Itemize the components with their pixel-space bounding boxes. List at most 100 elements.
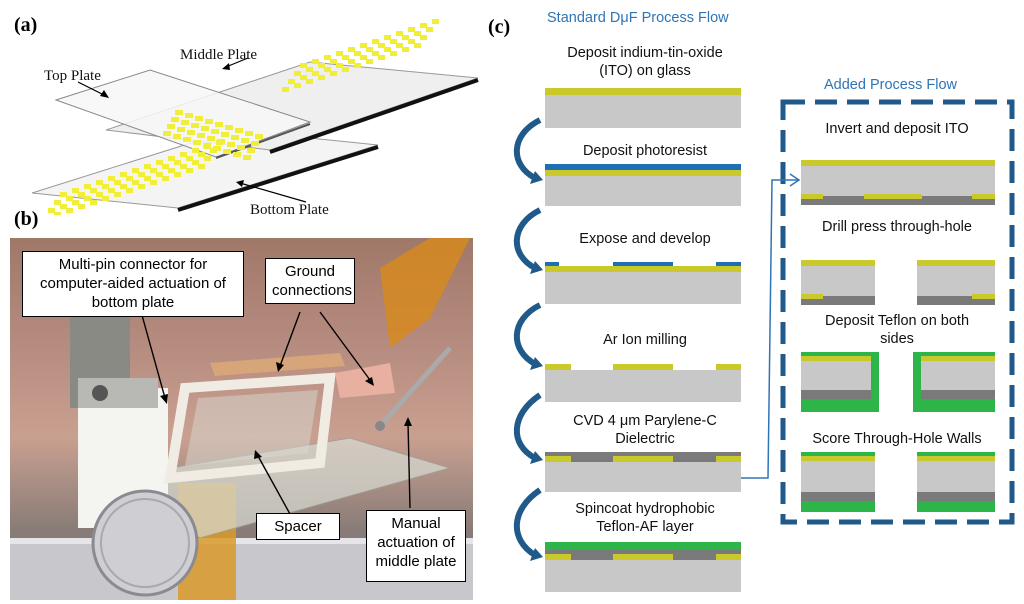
added-stack-1 bbox=[801, 160, 995, 205]
connector-callout: Multi-pin connector for computer-aided a… bbox=[22, 251, 244, 317]
middle-plate-label: Middle Plate bbox=[180, 47, 258, 63]
electrode-pad bbox=[168, 156, 175, 161]
electrode-pad bbox=[300, 75, 307, 80]
electrode-pad bbox=[414, 31, 421, 36]
electrode-pad bbox=[300, 63, 307, 68]
added-stack-4 bbox=[801, 452, 995, 512]
standard-flow-arrows bbox=[513, 117, 542, 558]
electrode-pad bbox=[414, 43, 421, 48]
electrode-pad bbox=[150, 168, 157, 173]
electrode-pad bbox=[205, 119, 213, 124]
standard-step-3-label: Expose and develop bbox=[579, 231, 711, 247]
electrode-pad bbox=[167, 124, 175, 129]
electrode-pad bbox=[366, 47, 373, 52]
electrode-pad bbox=[132, 168, 139, 173]
standard-stack-6 bbox=[545, 542, 741, 592]
electrode-pad bbox=[168, 168, 175, 173]
electrode-pad bbox=[84, 196, 91, 201]
electrode-pad bbox=[360, 43, 367, 48]
electrode-pad bbox=[120, 184, 127, 189]
electrode-pad bbox=[192, 160, 199, 165]
electrode-pad bbox=[180, 164, 187, 169]
electrode-pad bbox=[144, 176, 151, 181]
electrode-pad bbox=[233, 152, 241, 157]
electrode-pad bbox=[60, 204, 67, 209]
electrode-pad bbox=[186, 156, 193, 161]
electrode-pad bbox=[132, 180, 139, 185]
ground-callout: Ground connections bbox=[265, 258, 355, 304]
standard-flow-arrowheads bbox=[530, 171, 543, 561]
panel-a-letter: (a) bbox=[14, 14, 38, 36]
standard-stack-2 bbox=[545, 164, 741, 206]
electrode-pad bbox=[247, 148, 255, 153]
electrode-pad bbox=[235, 128, 243, 133]
electrode-pad bbox=[354, 63, 361, 68]
standard-step-5-label: CVD 4 μm Parylene-C Dielectric bbox=[573, 413, 717, 447]
electrode-pad bbox=[348, 47, 355, 52]
electrode-pad bbox=[174, 172, 181, 177]
electrode-pad bbox=[372, 51, 379, 56]
electrode-pad bbox=[177, 127, 185, 132]
electrode-pad bbox=[144, 164, 151, 169]
electrode-pad bbox=[183, 137, 191, 142]
electrode-pad bbox=[207, 136, 215, 141]
standard-stack-3 bbox=[545, 262, 741, 304]
electrode-pad bbox=[390, 39, 397, 44]
electrode-pad bbox=[174, 160, 181, 165]
electrode-pad bbox=[221, 132, 229, 137]
electrode-pad bbox=[90, 188, 97, 193]
electrode-pad bbox=[294, 71, 301, 76]
electrode-pad bbox=[78, 204, 85, 209]
electrode-pad bbox=[402, 47, 409, 52]
panel-b-letter: (b) bbox=[14, 208, 39, 230]
electrode-pad bbox=[282, 87, 289, 92]
panel-c-letter: (c) bbox=[488, 16, 511, 38]
electrode-pad bbox=[402, 35, 409, 40]
electrode-pad bbox=[150, 180, 157, 185]
added-step-1-label: Invert and deposit ITO bbox=[825, 121, 969, 137]
electrode-pad bbox=[66, 208, 73, 213]
electrode-pad bbox=[396, 43, 403, 48]
electrode-pad bbox=[318, 75, 325, 80]
electrode-pad bbox=[54, 212, 61, 215]
electrode-pad bbox=[72, 188, 79, 193]
electrode-pad bbox=[288, 79, 295, 84]
standard-flow-title: Standard DμF Process Flow bbox=[547, 10, 729, 26]
manual-callout: Manual actuation of middle plate bbox=[366, 510, 466, 582]
electrode-pad bbox=[243, 155, 251, 160]
electrode-pad bbox=[180, 152, 187, 157]
electrode-pad bbox=[348, 59, 355, 64]
electrode-pad bbox=[312, 71, 319, 76]
standard-step-4-label: Ar Ion milling bbox=[603, 332, 687, 348]
electrode-pad bbox=[408, 39, 415, 44]
electrode-pad bbox=[163, 131, 171, 136]
electrode-pad bbox=[384, 47, 391, 52]
electrode-pad bbox=[223, 149, 231, 154]
standard-stack-1 bbox=[545, 88, 741, 128]
electrode-pad bbox=[114, 180, 121, 185]
electrode-pad bbox=[330, 59, 337, 64]
electrode-pad bbox=[114, 192, 121, 197]
electrode-pad bbox=[102, 196, 109, 201]
electrode-pad bbox=[330, 71, 337, 76]
electrode-pad bbox=[360, 55, 367, 60]
middle-plate-edge bbox=[269, 78, 479, 154]
electrode-pad bbox=[185, 113, 193, 118]
electrode-pad bbox=[237, 145, 245, 150]
electrode-pad bbox=[102, 184, 109, 189]
flow-connector-line bbox=[741, 179, 798, 479]
electrode-pad bbox=[336, 51, 343, 56]
electrode-pad bbox=[138, 172, 145, 177]
electrode-pad bbox=[241, 138, 249, 143]
electrode-pad bbox=[203, 143, 211, 148]
electrode-pad bbox=[378, 55, 385, 60]
electrode-pad bbox=[420, 23, 427, 28]
standard-stack-5 bbox=[545, 452, 741, 492]
electrode-pad bbox=[432, 19, 439, 24]
electrode-pad bbox=[193, 140, 201, 145]
electrode-pad bbox=[120, 172, 127, 177]
electrode-pad bbox=[191, 123, 199, 128]
electrode-pad bbox=[60, 192, 67, 197]
electrode-pad bbox=[198, 152, 205, 157]
electrode-pad bbox=[426, 27, 433, 32]
